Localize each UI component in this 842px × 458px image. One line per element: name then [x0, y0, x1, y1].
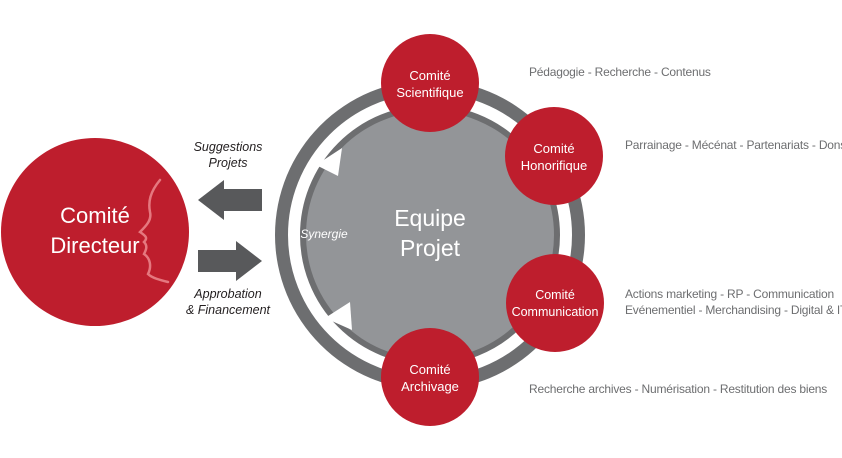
- committee-circle-scientifique: [381, 34, 479, 132]
- director-label-line2: Directeur: [50, 233, 140, 258]
- center-label-line1: Equipe: [394, 205, 466, 231]
- director-label-line1: Comité: [60, 203, 130, 228]
- cycle-arrowhead-bottom: [325, 302, 352, 330]
- desc-communication-2: Evénementiel - Merchandising - Digital &…: [625, 303, 842, 317]
- committee-circle-honorifique: [505, 107, 603, 205]
- committee-line1: Comité: [533, 141, 575, 156]
- approbation-line1: Approbation: [194, 287, 262, 301]
- desc-honorifique: Parrainage - Mécénat - Partenariats - Do…: [625, 138, 842, 152]
- face-profile-icon: [138, 178, 170, 284]
- director-circle: [1, 138, 189, 326]
- committee-line2: Archivage: [401, 379, 459, 394]
- committee-line2: Honorifique: [520, 158, 588, 173]
- desc-archivage: Recherche archives - Numérisation - Rest…: [529, 382, 828, 396]
- committee-circle-archivage: [381, 328, 479, 426]
- cycle-arrowhead-top: [316, 148, 342, 176]
- director-label: Comité Directeur: [20, 201, 170, 261]
- suggestions-line2: Projets: [208, 156, 248, 170]
- approbation-line2: & Financement: [185, 303, 271, 317]
- committee-line2: Scientifique: [396, 85, 464, 100]
- arrow-left: [198, 180, 262, 220]
- committee-label-archivage: Comité Archivage: [375, 361, 485, 395]
- synergy-label: Synergie: [300, 227, 348, 241]
- center-label: Equipe Projet: [360, 203, 500, 263]
- committee-circle-communication: [506, 254, 604, 352]
- approbation-label: Approbation & Financement: [176, 286, 280, 318]
- committee-line1: Comité: [409, 362, 451, 377]
- committee-label-honorifique: Comité Honorifique: [499, 140, 609, 174]
- committee-line2: Communication: [511, 305, 599, 319]
- suggestions-label: Suggestions Projets: [182, 139, 274, 171]
- committee-label-scientifique: Comité Scientifique: [375, 67, 485, 101]
- center-label-line2: Projet: [399, 235, 461, 261]
- committee-line1: Comité: [535, 288, 575, 302]
- committee-line1: Comité: [409, 68, 451, 83]
- arrow-right: [198, 241, 262, 281]
- suggestions-line1: Suggestions: [193, 140, 263, 154]
- committee-label-communication: Comité Communication: [500, 287, 610, 321]
- desc-scientifique: Pédagogie - Recherche - Contenus: [529, 65, 711, 79]
- center-disc: [306, 111, 554, 359]
- desc-communication-1: Actions marketing - RP - Communication: [625, 287, 834, 301]
